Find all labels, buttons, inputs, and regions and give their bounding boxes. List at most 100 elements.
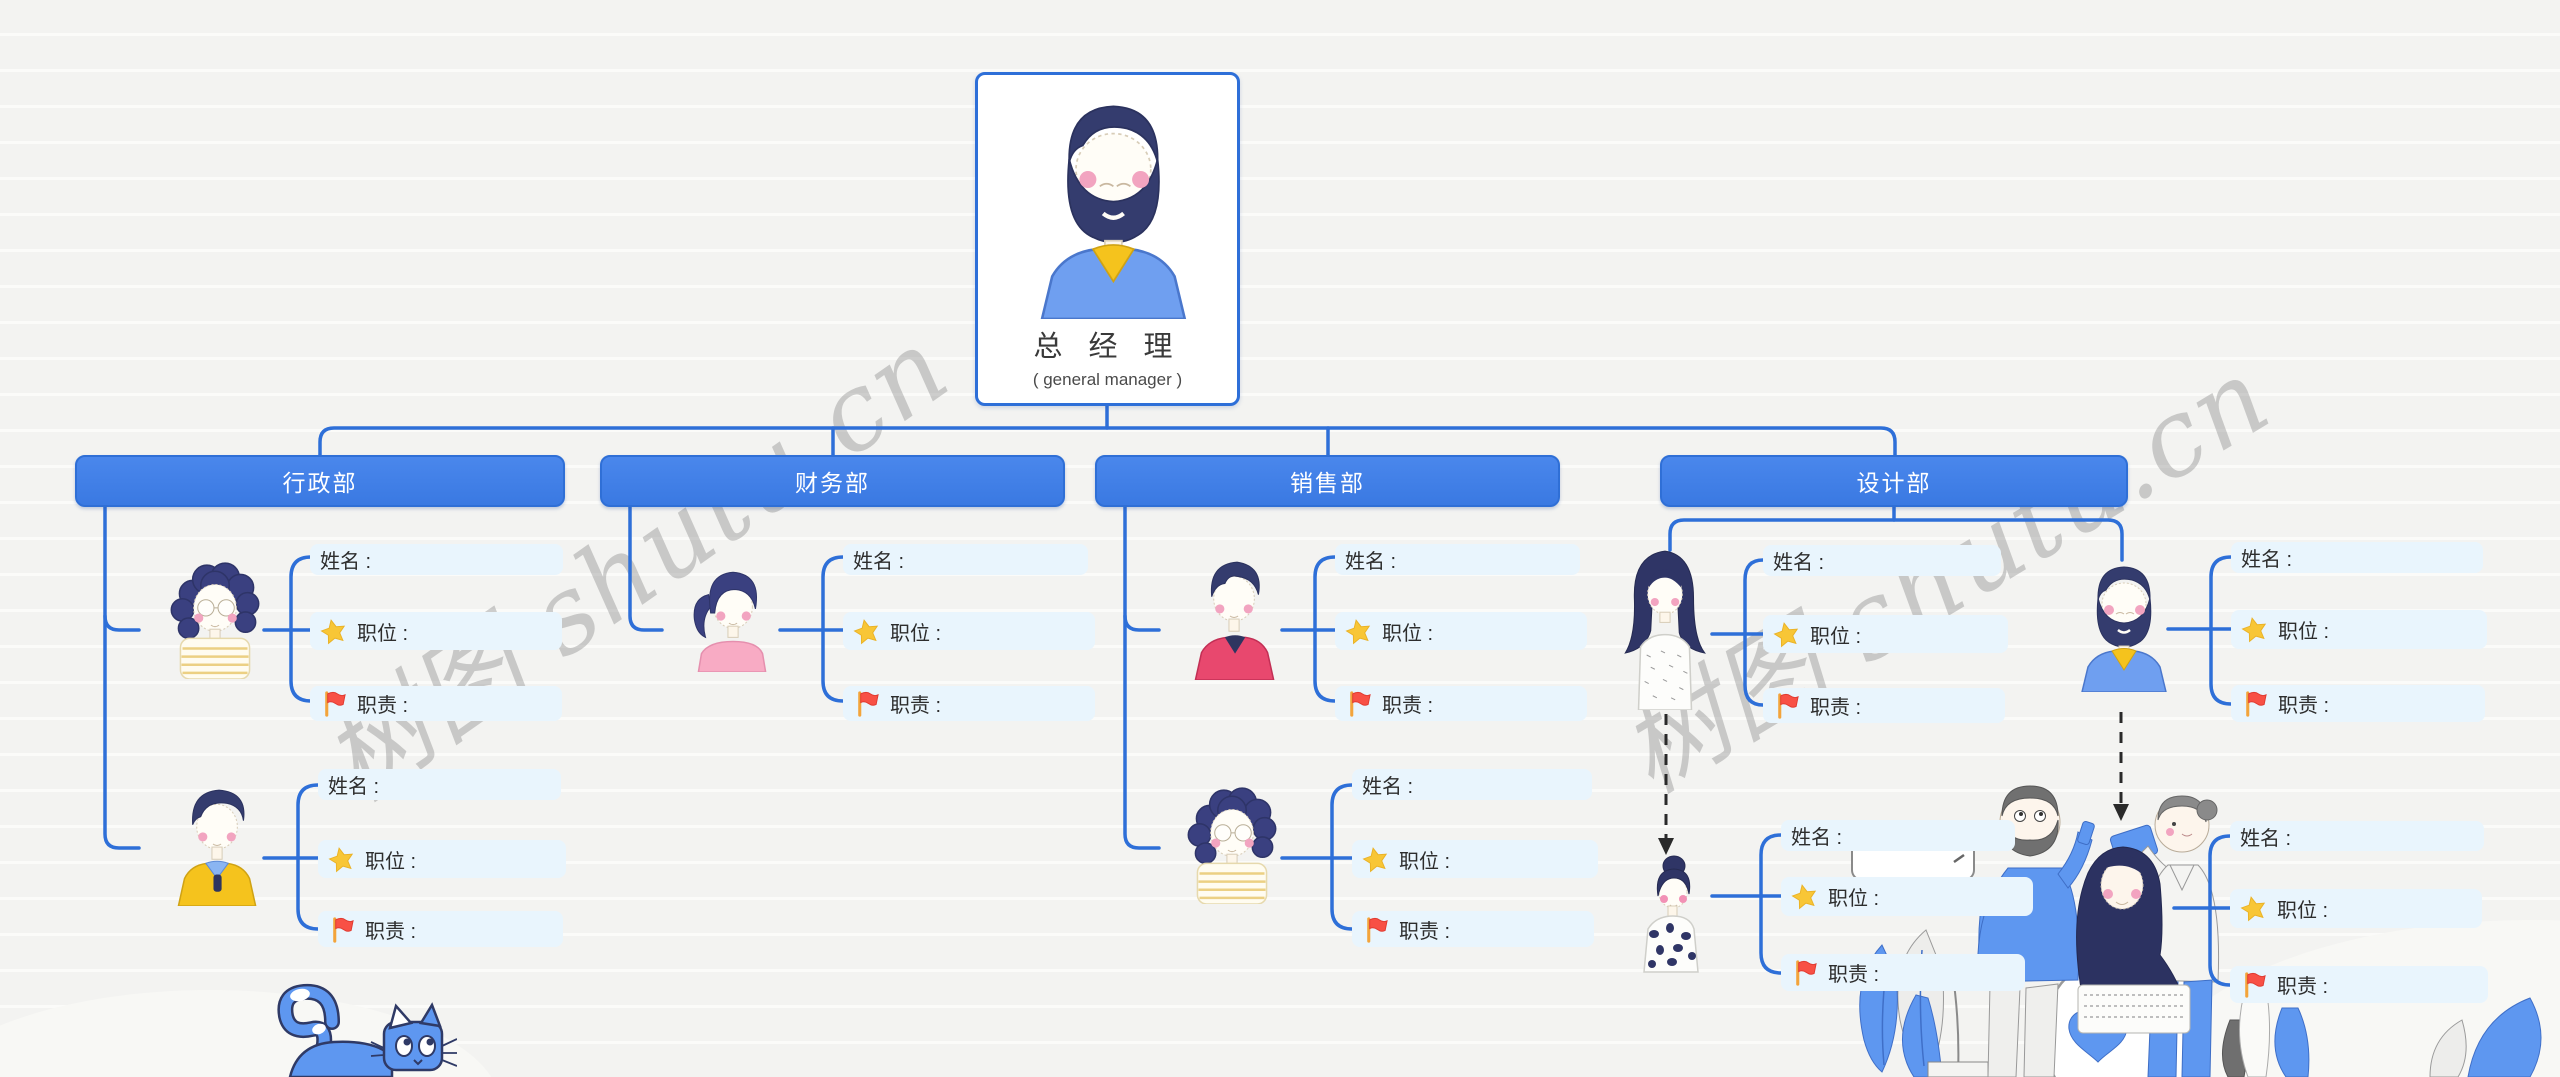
name-field-label: 姓名 : (1773, 552, 1825, 574)
star-icon (1773, 620, 1800, 648)
star-icon (2240, 895, 2267, 922)
avatar-pink-shirt-man[interactable] (1182, 552, 1281, 680)
duty-field[interactable]: 职责 : (2230, 966, 2488, 1003)
department-box-design[interactable]: 设计部 (1660, 455, 2128, 507)
duty-field[interactable]: 职责 : (1335, 686, 1587, 721)
name-field[interactable]: 姓名 : (1352, 769, 1592, 800)
member-bracket (1759, 833, 1783, 975)
name-field-label: 姓名 : (328, 776, 380, 798)
name-field-label: 姓名 : (853, 551, 905, 573)
avatar-bearded-man (1025, 91, 1195, 319)
member-bracket (296, 783, 320, 931)
member-bracket (2209, 555, 2233, 706)
position-field[interactable]: 职位 : (318, 840, 566, 878)
avatar-ponytail-woman[interactable] (684, 560, 778, 672)
avatar-curly-hair-woman[interactable] (1183, 778, 1281, 904)
sales-branch-line (1123, 614, 1161, 632)
star-icon (2241, 616, 2268, 643)
duty-field[interactable]: 职责 : (318, 911, 563, 947)
name-field[interactable]: 姓名 : (1763, 545, 2001, 576)
dashed-report-arrow (1658, 714, 1674, 855)
teamwork-illustration (1851, 785, 2542, 1077)
duty-field-label: 职责 : (1810, 697, 1862, 719)
flag-icon (1796, 959, 1818, 986)
name-field[interactable]: 姓名 : (1781, 820, 2015, 851)
duty-field-label: 职责 : (2278, 695, 2330, 717)
sales-spine-line (1123, 504, 1161, 850)
name-field[interactable]: 姓名 : (843, 544, 1088, 575)
flag-icon (1367, 916, 1389, 943)
root-node-general-manager[interactable]: 总 经 理 ( general manager ) (975, 72, 1240, 406)
position-field-label: 职位 : (1382, 622, 1434, 645)
duty-field[interactable]: 职责 : (1763, 688, 2005, 723)
name-field-label: 姓名 : (1791, 827, 1843, 849)
name-field[interactable]: 姓名 : (310, 544, 563, 575)
name-field-label: 姓名 : (320, 551, 372, 573)
position-field[interactable]: 职位 : (1763, 615, 2008, 653)
member-bracket (289, 555, 313, 703)
duty-field[interactable]: 职责 : (310, 686, 562, 721)
member-bracket (1743, 558, 1765, 707)
duty-field[interactable]: 职责 : (2231, 685, 2485, 722)
name-field[interactable]: 姓名 : (2231, 542, 2483, 573)
duty-field[interactable]: 职责 : (843, 686, 1095, 721)
position-field-label: 职位 : (890, 622, 942, 645)
flag-icon (2246, 690, 2268, 717)
name-field[interactable]: 姓名 : (1335, 544, 1580, 575)
position-field-label: 职位 : (1828, 888, 1880, 910)
flag-icon (333, 916, 355, 943)
name-field-label: 姓名 : (1345, 551, 1397, 573)
member-bracket (821, 555, 845, 703)
position-field-label: 职位 : (365, 850, 417, 873)
position-field[interactable]: 职位 : (2231, 610, 2487, 649)
name-field[interactable]: 姓名 : (2230, 821, 2484, 851)
position-field-label: 职位 : (2277, 900, 2329, 922)
avatar-yellow-shirt-man[interactable] (166, 780, 264, 906)
avatar-curly-hair-woman[interactable] (166, 553, 264, 679)
duty-field-label: 职责 : (890, 695, 942, 717)
duty-field-label: 职责 : (1382, 695, 1434, 717)
star-icon (320, 617, 347, 645)
avatar-bearded-man[interactable] (2072, 558, 2172, 692)
department-label: 财务部 (795, 470, 870, 496)
name-field-label: 姓名 : (2240, 827, 2292, 850)
position-field[interactable]: 职位 : (1352, 840, 1598, 878)
department-box-admin[interactable]: 行政部 (75, 455, 565, 507)
position-field[interactable]: 职位 : (843, 612, 1095, 650)
star-icon (1791, 883, 1818, 910)
position-field[interactable]: 职位 : (1335, 612, 1587, 650)
star-icon (328, 845, 355, 873)
name-field[interactable]: 姓名 : (318, 769, 561, 800)
duty-field[interactable]: 职责 : (1781, 954, 2025, 991)
duty-field-label: 职责 : (1399, 920, 1451, 943)
admin-spine-line (103, 504, 141, 850)
finance-spine-line (628, 504, 664, 632)
position-field-label: 职位 : (1399, 850, 1451, 873)
department-label: 设计部 (1856, 470, 1932, 496)
position-field-label: 职位 : (357, 622, 409, 645)
duty-field-label: 职责 : (365, 920, 417, 943)
position-field[interactable]: 职位 : (310, 612, 562, 650)
flag-icon (1778, 692, 1800, 719)
member-bracket (1313, 555, 1337, 703)
blue-cat-illustration (277, 983, 457, 1077)
root-node-title: 总 经 理 (1033, 331, 1182, 363)
member-bracket (1330, 783, 1354, 931)
avatar-bun-hair-woman[interactable] (1634, 854, 1708, 1000)
duty-field[interactable]: 职责 : (1352, 911, 1594, 947)
flag-icon (858, 690, 880, 717)
position-field[interactable]: 职位 : (1781, 877, 2033, 916)
department-box-finance[interactable]: 财务部 (600, 455, 1065, 507)
position-field-label: 职位 : (2278, 621, 2330, 643)
duty-field-label: 职责 : (1828, 964, 1880, 986)
duty-field-label: 职责 : (2277, 976, 2329, 998)
star-icon (1362, 845, 1389, 873)
position-field[interactable]: 职位 : (2230, 889, 2482, 928)
flag-icon (1350, 690, 1372, 717)
name-field-label: 姓名 : (1362, 776, 1414, 798)
avatar-long-hair-woman[interactable] (1620, 545, 1710, 710)
department-box-sales[interactable]: 销售部 (1095, 455, 1560, 507)
position-field-label: 职位 : (1810, 625, 1862, 648)
flag-icon (2245, 971, 2267, 998)
